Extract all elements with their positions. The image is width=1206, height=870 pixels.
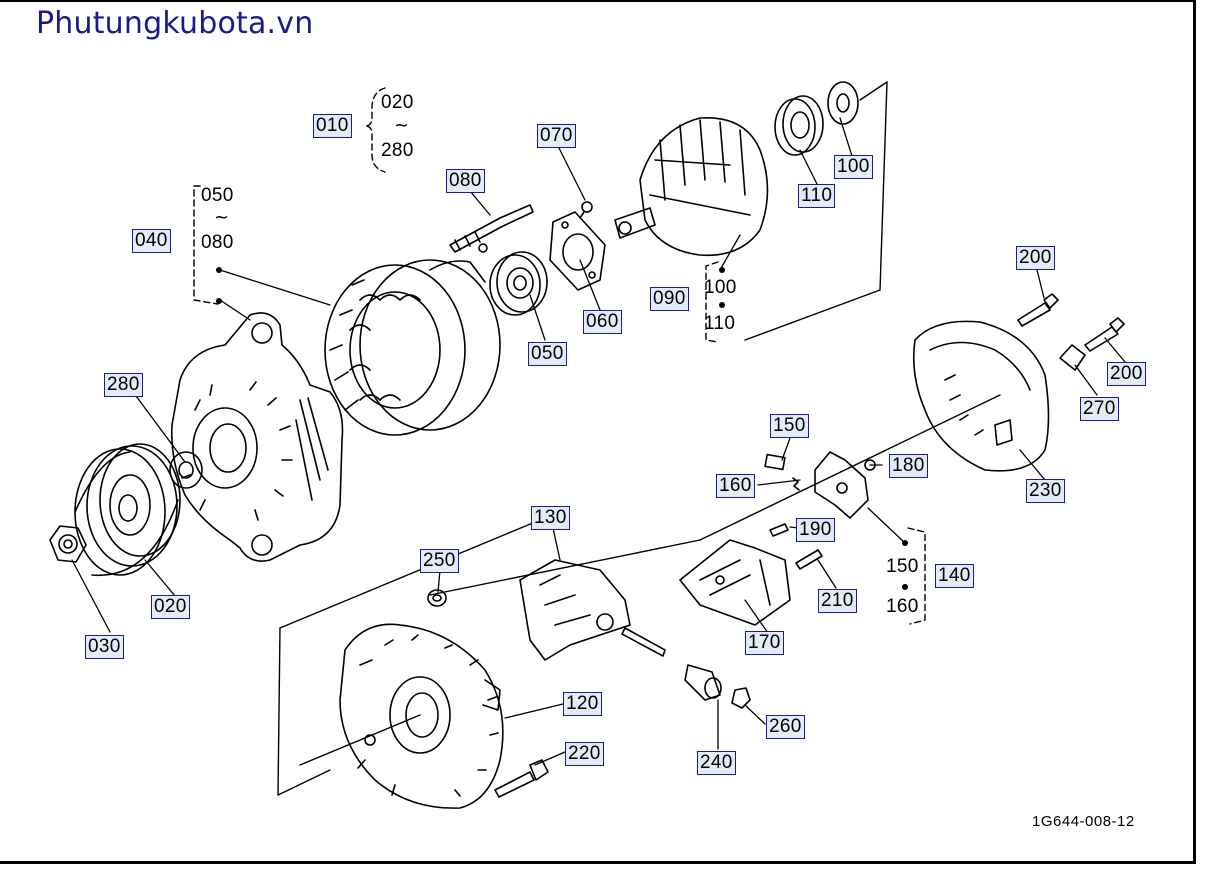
range-010-from: 020 [381,92,414,113]
group-090-a: 100 [704,277,737,298]
callout-240[interactable]: 240 [697,751,736,775]
callout-160[interactable]: 160 [716,474,755,498]
diagram-code: 1G644-008-12 [1032,813,1135,830]
group-140-b: 160 [886,596,919,617]
assembly-outline [277,81,1001,796]
spacer-280 [169,451,203,489]
callout-140[interactable]: 140 [935,564,974,588]
range-010-tilde: ~ [394,115,410,136]
callout-260[interactable]: 260 [766,715,805,739]
stator [324,259,501,436]
group-090-b: 110 [704,313,736,334]
screw-070 [579,201,593,219]
bracket-090 [705,261,719,343]
range-040-from: 050 [201,185,234,206]
callout-130[interactable]: 130 [531,506,570,530]
washer-250 [427,589,447,607]
range-040-to: 080 [201,232,234,253]
bolt-080 [449,204,534,253]
bolt-240 [621,627,722,701]
brush-holder-140 [814,451,869,519]
spring-160 [792,477,800,491]
callout-020[interactable]: 020 [151,595,190,619]
callout-280[interactable]: 280 [104,373,143,397]
nut-030 [49,525,87,563]
rear-cover-230 [912,320,1050,472]
bracket-140 [907,527,926,625]
callout-250[interactable]: 250 [420,549,459,573]
regulator-170 [679,539,791,626]
pulley-020 [74,443,181,577]
callout-010[interactable]: 010 [313,114,352,138]
front-housing [170,312,344,562]
callout-030[interactable]: 030 [85,635,124,659]
range-010-to: 280 [381,140,414,161]
callout-190[interactable]: 190 [796,518,835,542]
terminal-270 [1059,344,1086,371]
leader-lines [71,117,1126,766]
callout-080[interactable]: 080 [446,169,485,193]
callout-210[interactable]: 210 [818,589,857,613]
callout-170[interactable]: 170 [745,631,784,655]
screw-210 [795,549,823,570]
callout-200-right[interactable]: 200 [1107,362,1146,386]
callout-230[interactable]: 230 [1026,479,1065,503]
callout-270[interactable]: 270 [1080,397,1119,421]
reference-dots [216,267,908,590]
callout-120[interactable]: 120 [563,692,602,716]
nut-260 [731,687,751,709]
plate-060 [549,211,606,291]
cover-100 [827,81,859,125]
callout-180[interactable]: 180 [889,454,928,478]
bearing-110 [774,95,824,156]
site-title[interactable]: Phutungkubota.vn [36,6,314,41]
screw-180 [864,459,876,471]
callout-100[interactable]: 100 [834,155,873,179]
callout-060[interactable]: 060 [583,310,622,334]
group-140-a: 150 [886,556,919,577]
callout-150[interactable]: 150 [770,414,809,438]
brush-150 [764,453,786,471]
bracket-010 [364,87,386,173]
callout-090[interactable]: 090 [650,287,689,311]
screw-190 [769,523,789,537]
bolt-200-upper [1017,293,1059,327]
callout-110[interactable]: 110 [798,184,836,208]
bracket-040 [193,185,219,305]
bolt-220 [494,759,549,798]
rear-housing-120 [339,623,504,809]
callout-200-top[interactable]: 200 [1016,246,1055,270]
callout-050[interactable]: 050 [528,342,567,366]
callout-070[interactable]: 070 [537,124,576,148]
callout-040[interactable]: 040 [132,229,171,253]
bearing-050 [489,251,548,316]
rotor-090 [614,117,769,257]
callout-220[interactable]: 220 [565,742,604,766]
bolt-200-right [1084,317,1125,352]
range-040-tilde: ~ [214,207,230,228]
rectifier-130 [519,559,631,661]
